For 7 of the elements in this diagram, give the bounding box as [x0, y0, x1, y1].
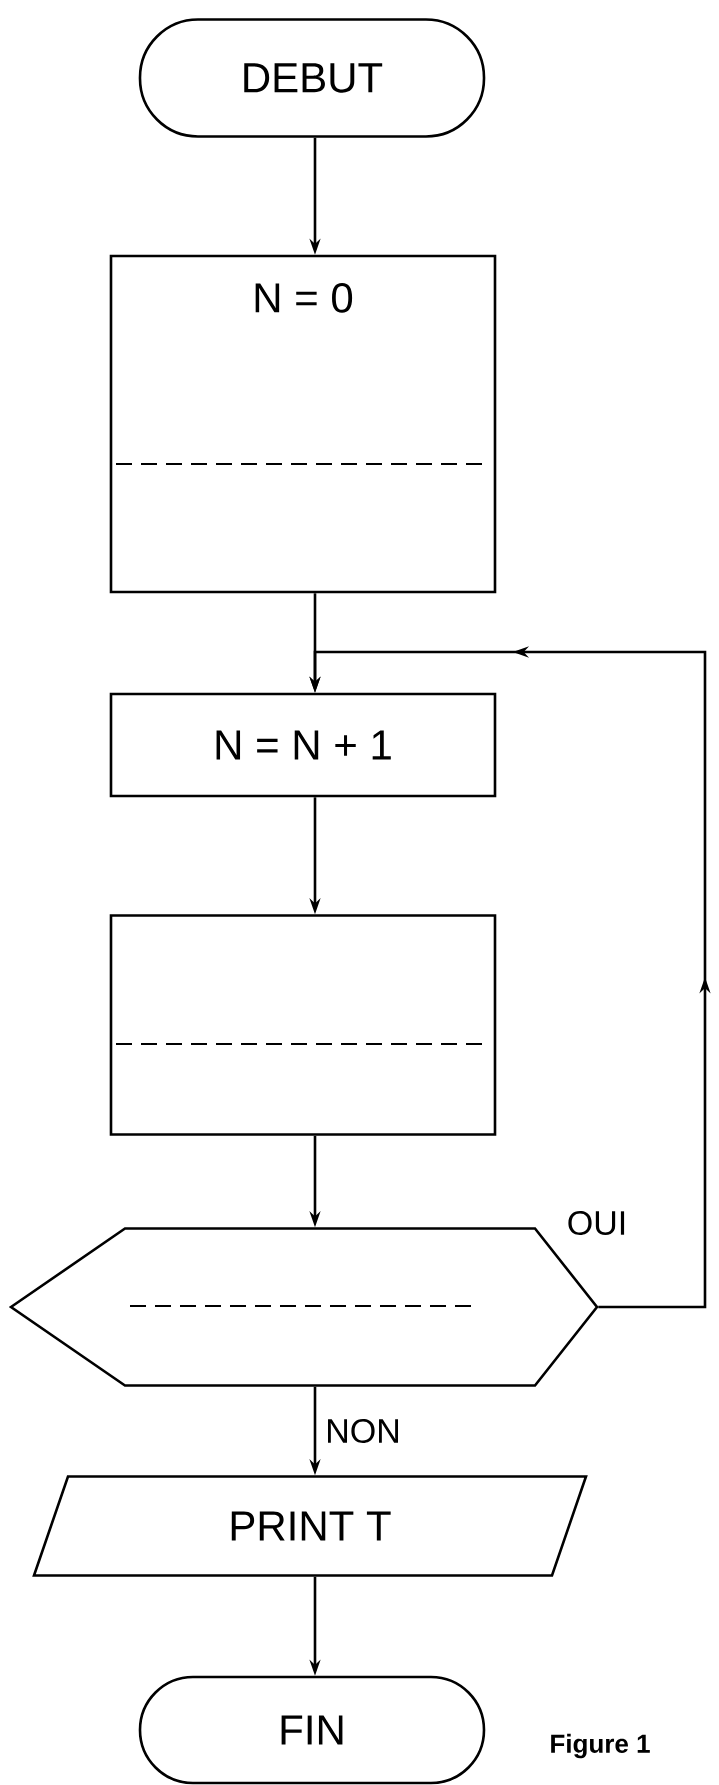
process-box: N = N + 1 [109, 692, 497, 798]
process-box: N = 0 [109, 254, 497, 594]
edge-label: OUI [564, 1208, 630, 1238]
edge-label: NON [323, 1416, 403, 1446]
figure-caption: Figure 1 [551, 1733, 650, 1759]
output-parallelogram: PRINT T [32, 1475, 588, 1577]
process-box [109, 914, 497, 1136]
